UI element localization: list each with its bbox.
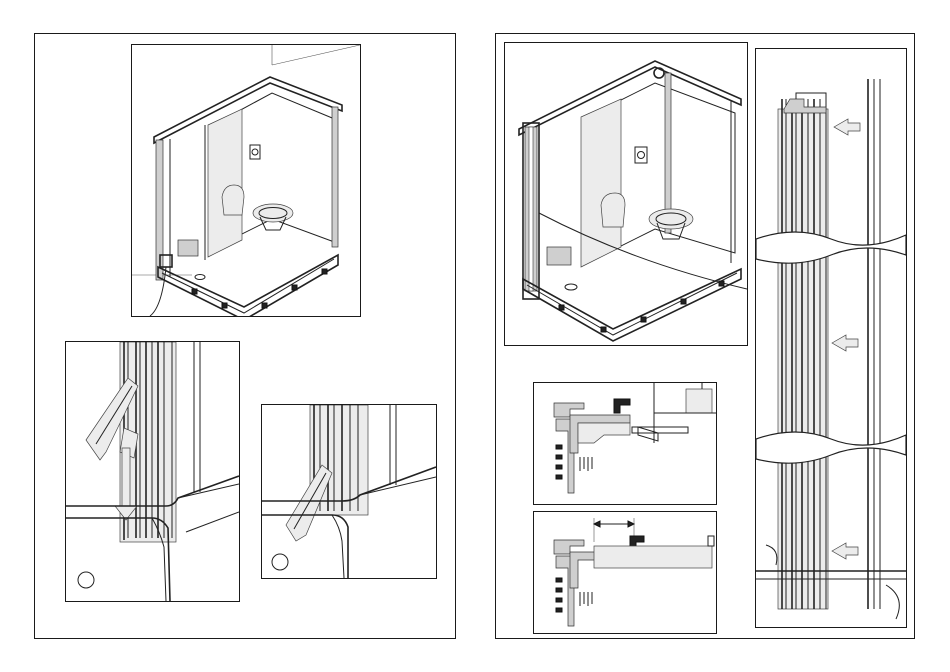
arrow-left-icon <box>834 119 860 135</box>
circle-marker-icon <box>272 554 288 570</box>
flush-plate <box>635 147 647 163</box>
arrow-left-icon <box>832 543 858 559</box>
profile-section-2-drawing <box>534 512 716 633</box>
profile-section-1-drawing <box>534 383 716 504</box>
arrow-left-icon <box>832 335 858 351</box>
right-page <box>495 33 915 639</box>
detail-clip-insert-panel <box>65 341 240 602</box>
cabin-isometric-drawing <box>132 45 360 316</box>
overview-cabin-rail-panel <box>504 42 748 346</box>
detail-clip-seated-panel <box>261 404 437 579</box>
left-page <box>34 33 456 639</box>
dimension-arrows-icon <box>594 518 634 542</box>
overview-cabin-panel <box>131 44 361 317</box>
circle-marker-icon <box>78 572 94 588</box>
profile-section-1-panel <box>533 382 717 505</box>
profile-section-2-panel <box>533 511 717 634</box>
rail-elevation-drawing <box>756 49 906 627</box>
clip-insert-drawing <box>66 342 239 601</box>
cabin-rail-drawing <box>505 43 747 345</box>
clip-seated-drawing <box>262 405 436 578</box>
rail-elevation-panel <box>755 48 907 628</box>
